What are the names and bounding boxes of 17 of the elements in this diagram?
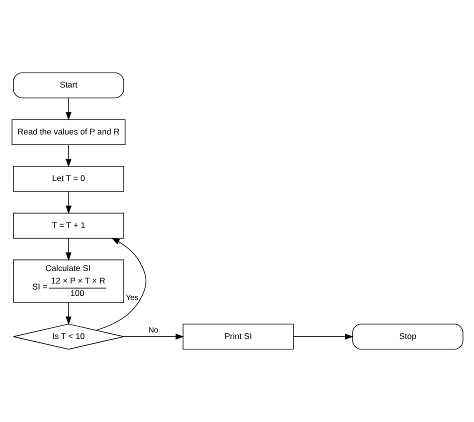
node-box: T = T + 1	[12, 212, 124, 239]
arrow	[123, 334, 184, 340]
edge-label: Yes	[125, 293, 138, 302]
node-box: Stop	[352, 324, 463, 350]
node-box: Read the values of P and R	[11, 119, 125, 146]
arrow	[292, 334, 354, 340]
node-diamond: Is T < 10	[12, 324, 124, 350]
arrow	[95, 238, 146, 331]
edge-label: No	[148, 325, 158, 334]
arrow	[65, 144, 72, 168]
node-box: Print SI	[182, 324, 294, 350]
node-box: Start	[12, 72, 124, 98]
arrow	[65, 238, 72, 261]
arrow	[65, 98, 72, 120]
node-box: Let T = 0	[12, 166, 124, 192]
arrow	[65, 302, 72, 325]
arrow	[65, 191, 72, 214]
